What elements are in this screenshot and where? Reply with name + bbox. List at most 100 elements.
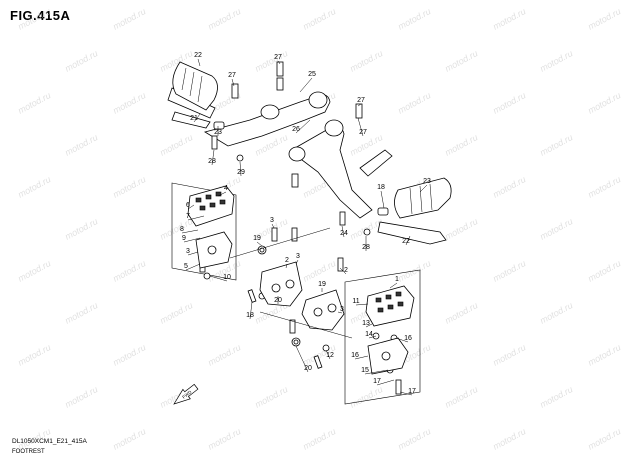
callout-leader-line [185, 263, 201, 271]
rear-footpeg-rubber-left [172, 61, 218, 111]
callout-leader-line [405, 235, 411, 246]
watermark-text: motod.ru [586, 90, 622, 116]
part-callout-12: 12 [326, 352, 334, 359]
figure-code: DL1050XCM1_E21_415A [12, 438, 87, 445]
part-callout-27: 27 [357, 97, 365, 104]
callout-leader-line [325, 349, 331, 360]
front-footpeg-bracket-left [259, 261, 303, 307]
watermark-text: motod.ru [586, 6, 622, 32]
callout-leader-line [419, 184, 428, 193]
watermark-text: motod.ru [111, 174, 147, 200]
watermark-text: motod.ru [491, 342, 527, 368]
watermark-text: motod.ru [443, 384, 479, 410]
watermark-text: motod.ru [491, 90, 527, 116]
callout-leader-line [239, 161, 242, 177]
watermark-text: motod.ru [538, 384, 574, 410]
callout-leader-line [187, 204, 195, 210]
watermark-text: motod.ru [63, 48, 99, 74]
callout-leader-line [217, 191, 227, 197]
callout-leader-line [299, 77, 313, 93]
part-callout-11: 11 [352, 298, 359, 305]
watermark-text: motod.ru [111, 342, 147, 368]
part-callout-22: 22 [402, 238, 410, 245]
callout-leader-line [211, 149, 215, 166]
callout-leader-line [341, 225, 345, 238]
part-callout-18: 18 [246, 312, 254, 319]
rear-footpeg-rubber-right [394, 177, 452, 219]
part-callout-16: 16 [404, 335, 412, 342]
part-callout-3: 3 [340, 306, 344, 313]
part-callout-29: 29 [237, 169, 245, 176]
part-callout-27: 27 [359, 129, 367, 136]
part-callout-18: 18 [377, 184, 385, 191]
callout-leader-line [295, 119, 311, 134]
part-callout-19: 19 [253, 235, 261, 242]
front-footpeg-left [187, 185, 235, 269]
part-callout-3: 3 [186, 248, 190, 255]
figure-name: FOOTREST [12, 449, 45, 455]
watermark-text: motod.ru [443, 48, 479, 74]
watermark-text: motod.ru [538, 300, 574, 326]
callout-leader-line [295, 259, 299, 265]
watermark-text: motod.ru [301, 258, 337, 284]
part-callout-1: 1 [395, 276, 399, 283]
callout-leader-line [376, 379, 395, 386]
part-callout-27: 27 [228, 72, 236, 79]
right-footrest-group-box [344, 269, 421, 405]
part-callout-13: 13 [362, 320, 370, 327]
pin-set [229, 227, 353, 369]
watermark-text: motod.ru [16, 90, 52, 116]
front-footpeg-right [365, 285, 415, 375]
part-callout-19: 19 [318, 281, 326, 288]
rear-bracket-right [288, 119, 393, 219]
part-callout-22: 22 [194, 52, 202, 59]
watermark-text: motod.ru [443, 132, 479, 158]
watermark-text: motod.ru [396, 90, 432, 116]
watermark-text: motod.ru [443, 216, 479, 242]
part-callout-10: 10 [223, 274, 231, 281]
watermark-text: motod.ru [538, 216, 574, 242]
callout-leader-line [364, 369, 389, 375]
callout-leader-line [357, 103, 362, 107]
return-spring-left [257, 245, 267, 255]
part-callout-14: 14 [365, 331, 373, 338]
watermark-text: motod.ru [443, 300, 479, 326]
watermark-text: motod.ru [111, 426, 147, 452]
callout-leader-line [256, 241, 263, 247]
watermark-text: motod.ru [348, 384, 384, 410]
rear-footpeg-arm-left [171, 111, 211, 129]
part-callout-2: 2 [285, 257, 289, 264]
part-callout-5: 5 [184, 263, 188, 270]
callout-leader-line [183, 237, 201, 243]
watermark-text: motod.ru [491, 6, 527, 32]
watermark-text: motod.ru [206, 426, 242, 452]
watermark-text: motod.ru [586, 426, 622, 452]
callout-leader-line [277, 60, 281, 65]
watermark-text: motod.ru [206, 6, 242, 32]
callout-leader-line [368, 335, 377, 339]
watermark-text: motod.ru [586, 342, 622, 368]
part-callout-20: 20 [304, 365, 312, 372]
part-callout-3: 3 [296, 253, 300, 260]
watermark-text: motod.ru [158, 132, 194, 158]
watermark-text: motod.ru [396, 6, 432, 32]
callout-leader-line [380, 190, 385, 209]
part-callout-20: 20 [274, 297, 282, 304]
leader-lines [181, 58, 428, 396]
callout-leader-line [209, 275, 228, 282]
watermark-text: motod.ru [16, 342, 52, 368]
part-callout-2: 2 [344, 267, 348, 274]
watermark-layer: motod.ru motod.ru motod.ru motod.ru motod.ru… [16, 6, 622, 452]
callout-leader-line [295, 345, 309, 373]
watermark-text: motod.ru [301, 6, 337, 32]
part-callout-21: 21 [190, 115, 198, 122]
callout-leader-line [355, 303, 369, 306]
watermark-text: motod.ru [538, 48, 574, 74]
watermark-text: motod.ru [538, 132, 574, 158]
watermark-text: motod.ru [348, 48, 384, 74]
part-callout-27: 27 [274, 54, 282, 61]
part-callout-24: 24 [340, 230, 348, 237]
rear-footpeg-arm-right [377, 221, 447, 245]
